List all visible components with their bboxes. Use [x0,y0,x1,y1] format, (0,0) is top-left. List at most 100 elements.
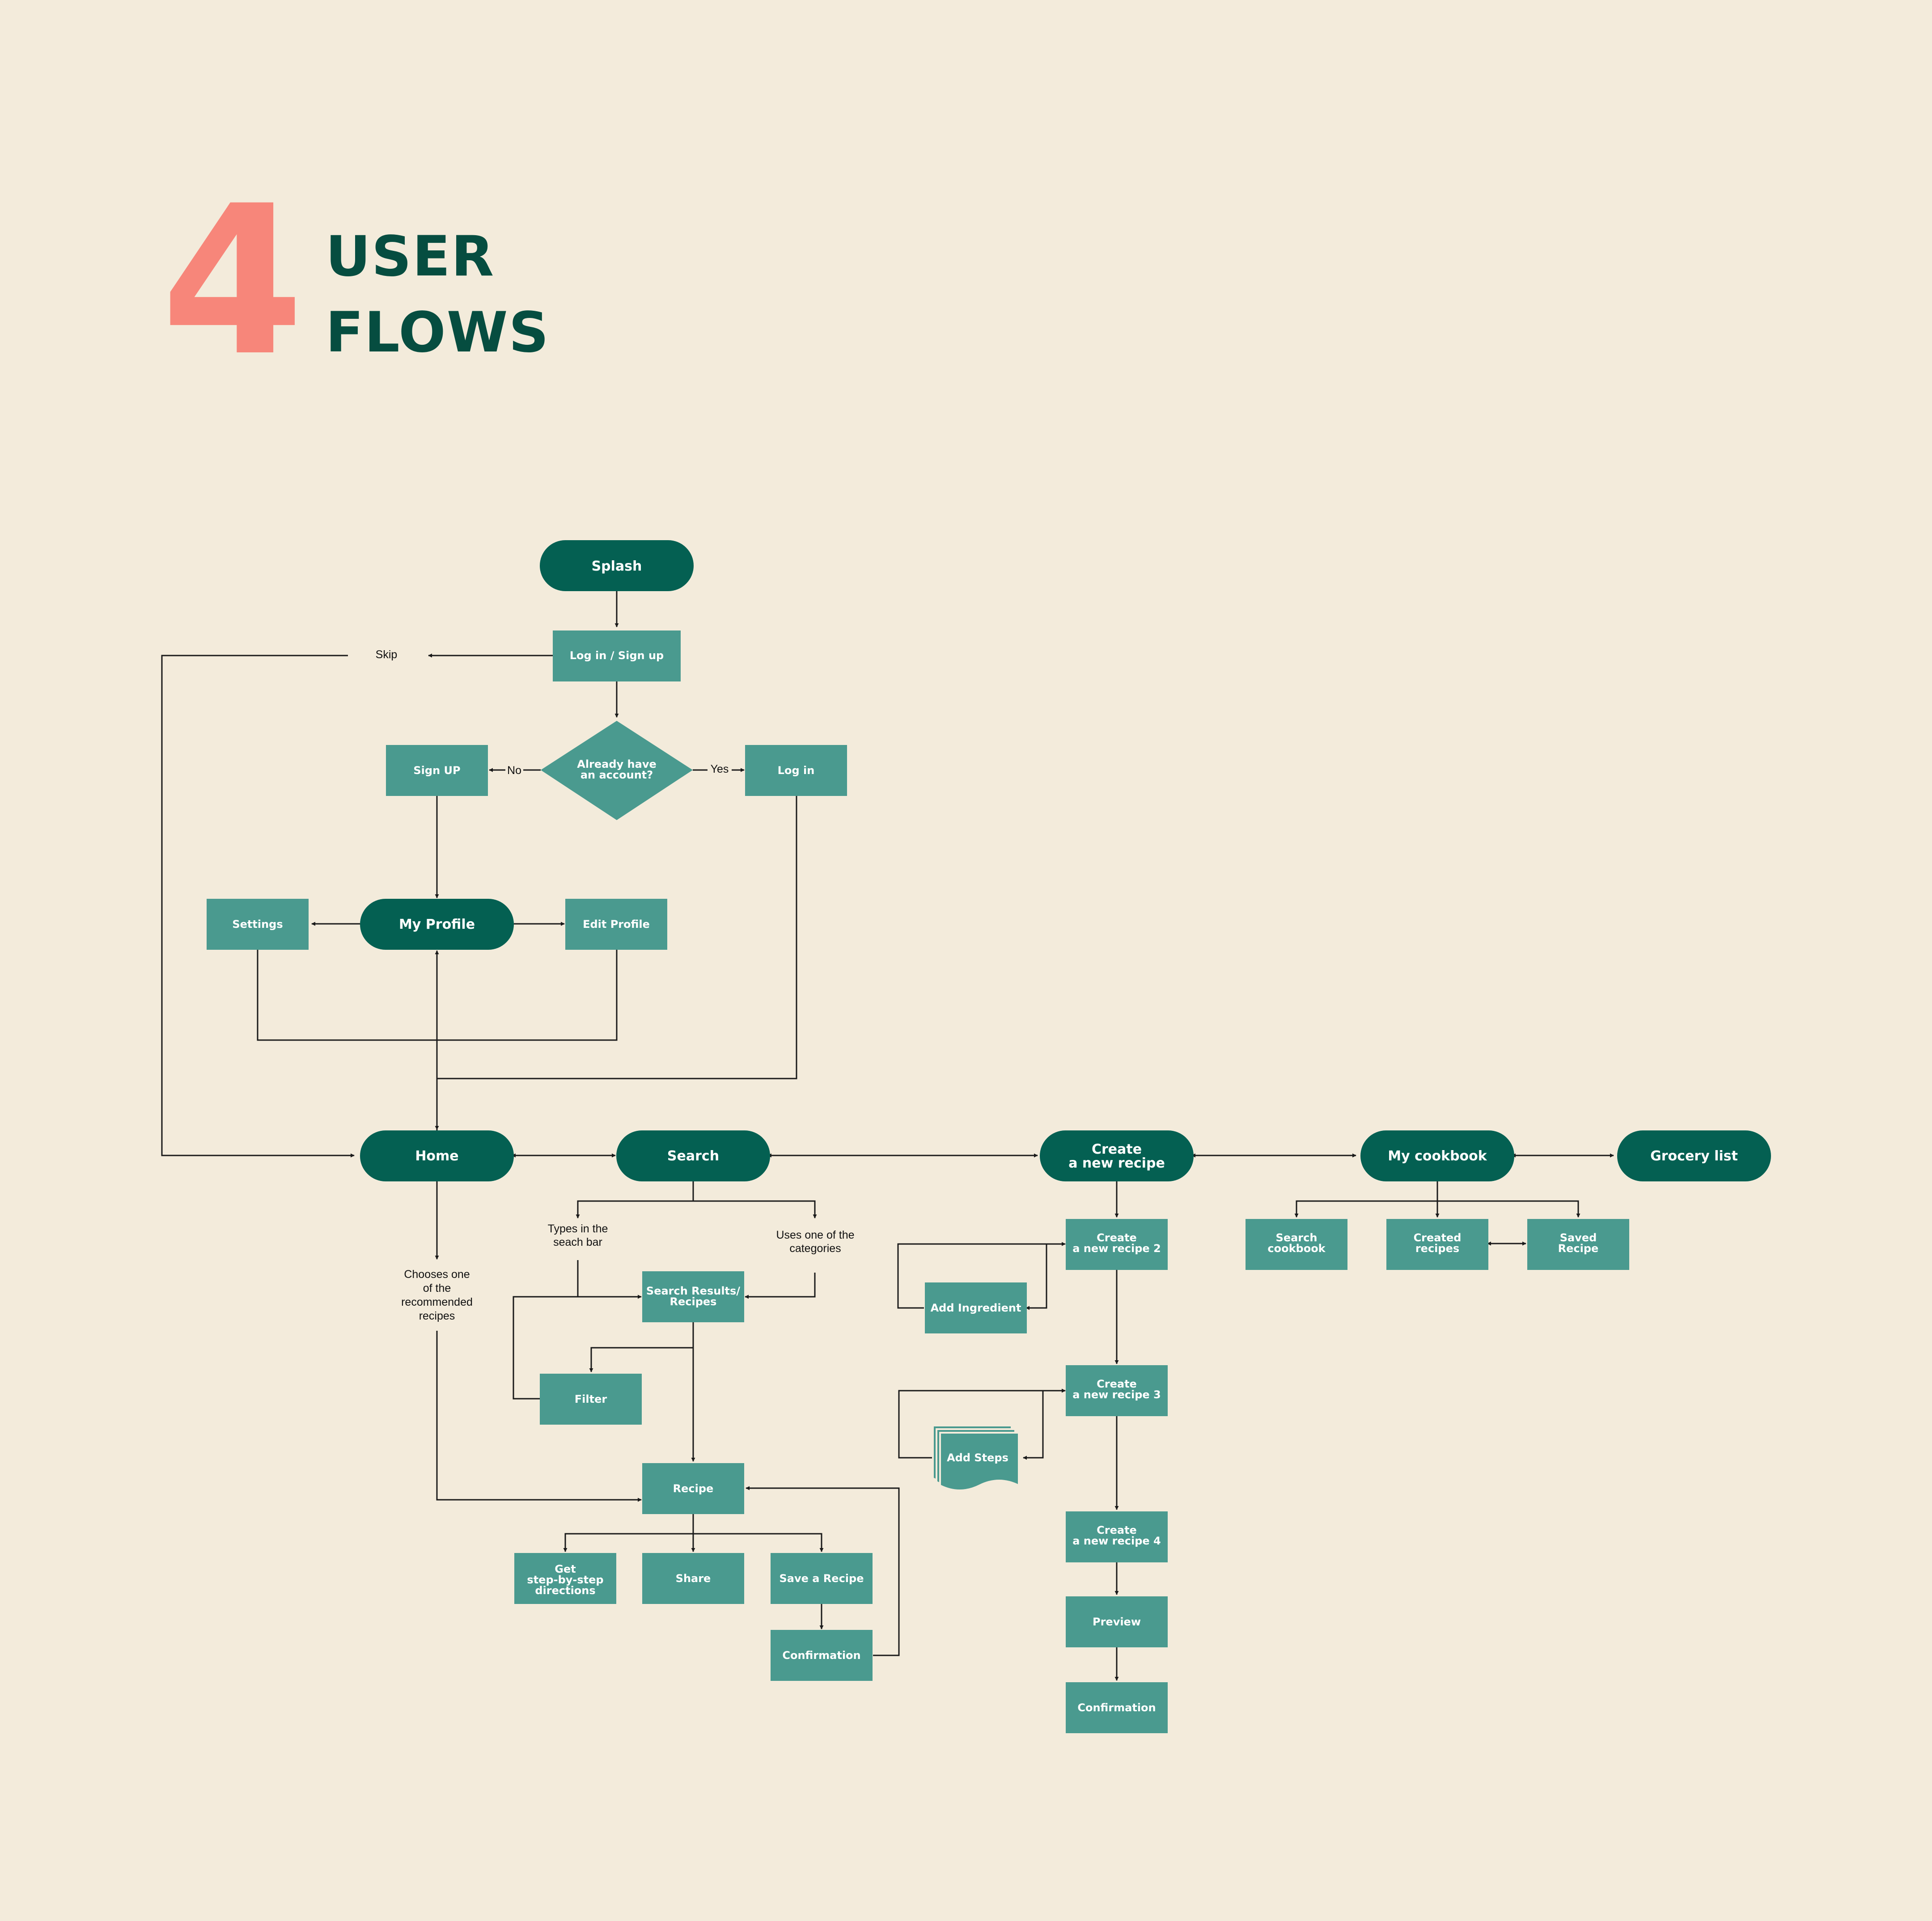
sign-up-node[interactable]: Sign UP [386,745,488,796]
home-node[interactable]: Home [360,1130,514,1181]
svg-text:Recipe: Recipe [1558,1242,1599,1255]
create-confirmation-node[interactable]: Confirmation [1066,1682,1168,1733]
connector [693,1533,824,1552]
create-recipe-4-node[interactable]: Create a new recipe 4 [1066,1511,1168,1562]
svg-text:Created: Created [1414,1231,1462,1244]
add-ingredient-node[interactable]: Add Ingredient [925,1282,1027,1333]
search-cookbook-label-1: Search [1276,1231,1318,1244]
svg-text:recommended: recommended [401,1296,473,1308]
my-cookbook-label: My cookbook [1388,1148,1487,1164]
svg-text:Filter: Filter [575,1393,607,1405]
connector [563,1514,694,1552]
svg-text:My cookbook: My cookbook [1388,1148,1487,1164]
saved-recipe-node[interactable]: Saved Recipe [1527,1219,1629,1270]
already-have-account-decision[interactable]: Already have an account? [541,721,693,820]
search-results-label-2: Recipes [670,1295,717,1308]
created-recipes-label-2: recipes [1415,1242,1459,1255]
svg-text:Edit Profile: Edit Profile [583,918,650,931]
svg-text:Search: Search [667,1148,719,1164]
recipe-node[interactable]: Recipe [642,1463,744,1514]
connector [576,1181,694,1219]
get-directions-label-3: directions [535,1584,595,1597]
create-recipe-4-label-1: Create [1097,1524,1137,1536]
svg-text:a new recipe 2: a new recipe 2 [1072,1242,1161,1255]
create-new-recipe-node[interactable]: Create a new recipe [1040,1130,1194,1181]
svg-text:an account?: an account? [580,769,653,781]
connectors [161,591,1614,1681]
create-recipe-2-label-1: Create [1097,1231,1137,1244]
get-directions-node[interactable]: Get step-by-step directions [514,1553,616,1604]
svg-text:Preview: Preview [1093,1616,1141,1628]
create-recipe-2-label-2: a new recipe 2 [1072,1242,1161,1255]
chooses-recommended-note-2: of the [423,1282,451,1295]
login-signup-node[interactable]: Log in / Sign up [553,630,681,681]
svg-text:No: No [507,764,521,777]
search-node[interactable]: Search [616,1130,770,1181]
splash-label: Splash [592,559,642,574]
connector [1023,1390,1065,1460]
search-results-node[interactable]: Search Results/ Recipes [642,1271,744,1322]
svg-text:Confirmation: Confirmation [1077,1701,1156,1714]
decision-label-1: Already have [577,758,657,770]
connector [589,1322,694,1372]
save-confirmation-label: Confirmation [782,1649,860,1662]
section-title-line-2: FLOWS [326,300,550,365]
settings-node[interactable]: Settings [207,899,309,950]
svg-text:cookbook: cookbook [1267,1242,1326,1255]
svg-text:Home: Home [415,1148,458,1164]
home-label: Home [415,1148,458,1164]
share-node[interactable]: Share [642,1553,744,1604]
saved-recipe-label-2: Recipe [1558,1242,1599,1255]
preview-node[interactable]: Preview [1066,1596,1168,1647]
filter-label: Filter [575,1393,607,1405]
save-recipe-node[interactable]: Save a Recipe [771,1553,873,1604]
filter-node[interactable]: Filter [540,1374,642,1425]
connector [436,1331,642,1502]
svg-text:of the: of the [423,1282,451,1295]
chooses-recommended-note-1: Chooses one [404,1268,470,1281]
recipe-label: Recipe [673,1482,714,1495]
section-title-line-1: USER [326,224,495,289]
grocery-list-label: Grocery list [1650,1148,1738,1164]
svg-text:Splash: Splash [592,559,642,574]
create-recipe-3-node[interactable]: Create a new recipe 3 [1066,1365,1168,1416]
svg-text:Search: Search [1276,1231,1318,1244]
create-recipe-3-label-1: Create [1097,1378,1137,1390]
connector [746,1486,900,1656]
svg-text:Add Steps: Add Steps [947,1451,1008,1464]
create-recipe-2-node[interactable]: Create a new recipe 2 [1066,1219,1168,1270]
grocery-list-node[interactable]: Grocery list [1617,1130,1771,1181]
splash-node[interactable]: Splash [540,540,694,591]
svg-text:recipes: recipes [419,1310,455,1322]
share-label: Share [676,1572,711,1585]
log-in-node[interactable]: Log in [745,745,847,796]
svg-text:Log in / Sign up: Log in / Sign up [570,649,664,662]
svg-text:Sign UP: Sign UP [413,764,460,777]
svg-text:Recipes: Recipes [670,1295,717,1308]
search-results-label-1: Search Results/ [646,1285,740,1297]
svg-text:Get: Get [555,1563,576,1575]
add-steps-node[interactable]: Add Steps [932,1425,1020,1491]
connector [437,796,797,1079]
edit-profile-node[interactable]: Edit Profile [565,899,667,950]
save-confirmation-node[interactable]: Confirmation [771,1630,873,1681]
svg-text:Create: Create [1097,1524,1137,1536]
svg-text:Chooses one: Chooses one [404,1268,470,1281]
log-in-label: Log in [778,764,815,777]
svg-text:Log in: Log in [778,764,815,777]
create-confirmation-label: Confirmation [1077,1701,1156,1714]
created-recipes-label-1: Created [1414,1231,1462,1244]
add-ingredient-label: Add Ingredient [931,1302,1021,1314]
svg-text:directions: directions [535,1584,595,1597]
search-cookbook-node[interactable]: Search cookbook [1246,1219,1347,1270]
chooses-recommended-note-3: recommended [401,1296,473,1308]
section-number: 4 [161,162,305,401]
connector [1437,1200,1580,1218]
svg-text:My Profile: My Profile [399,917,475,932]
svg-text:categories: categories [789,1242,841,1255]
svg-text:Already have: Already have [577,758,657,770]
my-profile-node[interactable]: My Profile [360,899,514,950]
created-recipes-node[interactable]: Created recipes [1386,1219,1488,1270]
my-cookbook-node[interactable]: My cookbook [1360,1130,1514,1181]
